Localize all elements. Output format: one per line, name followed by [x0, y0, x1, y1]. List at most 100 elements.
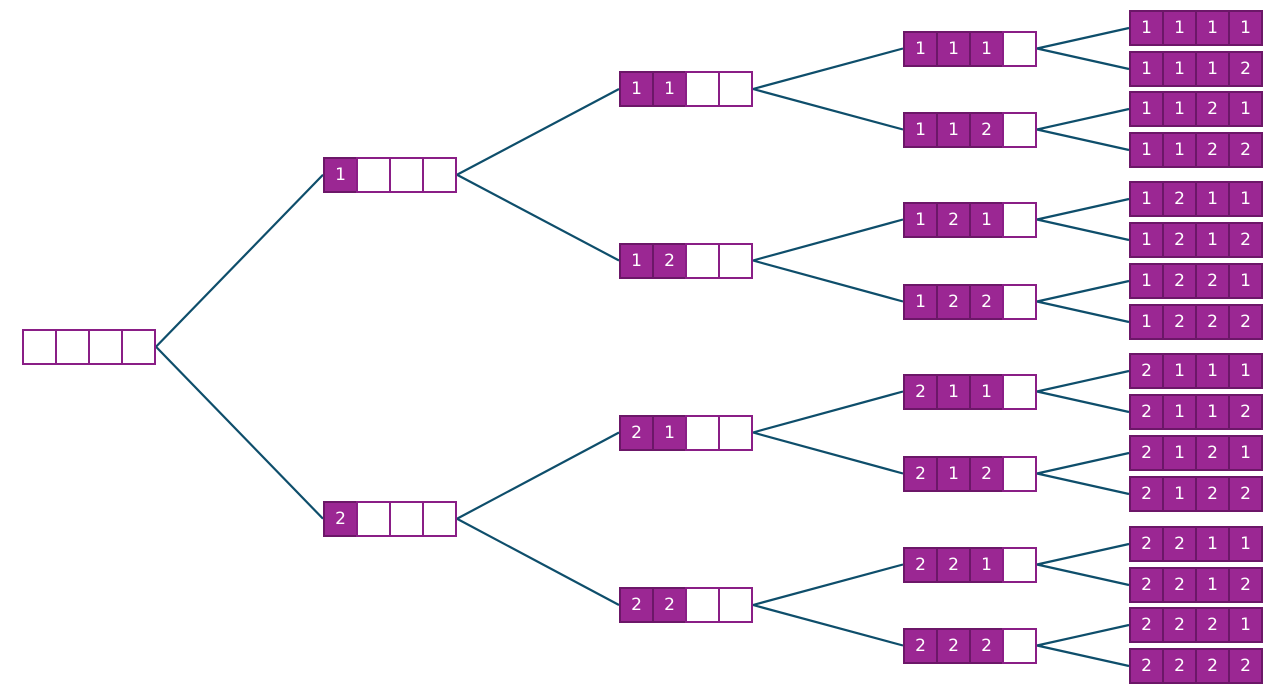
digit-cell: 1	[1228, 353, 1263, 389]
edge-n1-n11	[456, 88, 620, 176]
digit-cell: 2	[1195, 435, 1230, 471]
empty-cell	[356, 156, 391, 193]
digit-cell: 1	[936, 30, 971, 67]
digit-cell: 1	[936, 455, 971, 492]
digit-cell: 2	[1195, 304, 1230, 340]
empty-cell	[718, 414, 753, 451]
digit-cell: 1	[1162, 435, 1197, 471]
digit-cell: 1	[1162, 10, 1197, 46]
empty-cell	[22, 328, 57, 365]
edge-n2-n21	[456, 431, 620, 520]
digit-cell: 1	[1195, 51, 1230, 87]
edge-n112-n1122	[1036, 128, 1130, 152]
edge-n122-n1221	[1036, 279, 1130, 303]
digit-cell: 1	[1129, 304, 1164, 340]
edge-n22-n221	[752, 563, 904, 607]
digit-cell: 2	[936, 627, 971, 664]
digit-cell: 2	[1162, 222, 1197, 258]
edge-n12-n122	[752, 259, 904, 303]
digit-cell: 1	[903, 201, 938, 238]
digit-cell: 1	[1228, 91, 1263, 127]
digit-cell: 1	[969, 201, 1004, 238]
digit-cell: 2	[969, 455, 1004, 492]
digit-cell: 1	[1228, 181, 1263, 217]
digit-cell: 2	[936, 201, 971, 238]
edge-n11-n112	[752, 87, 904, 131]
digit-cell: 1	[1195, 181, 1230, 217]
digit-cell: 2	[936, 283, 971, 320]
digit-cell: 2	[1162, 607, 1197, 643]
edge-n22-n222	[752, 603, 904, 647]
empty-cell	[121, 328, 156, 365]
edge-n212-n2121	[1036, 451, 1130, 475]
empty-cell	[422, 500, 457, 537]
digit-cell: 2	[1228, 222, 1263, 258]
digit-cell: 2	[1228, 394, 1263, 430]
digit-cell: 1	[936, 111, 971, 148]
digit-cell: 1	[1195, 567, 1230, 603]
digit-cell: 2	[1129, 607, 1164, 643]
digit-cell: 2	[903, 546, 938, 583]
edge-n21-n212	[752, 431, 904, 475]
digit-cell: 1	[652, 71, 687, 107]
digit-cell: 1	[1228, 526, 1263, 562]
digit-cell: 1	[969, 30, 1004, 67]
empty-cell	[1002, 111, 1037, 148]
edge-n221-n2212	[1036, 563, 1130, 587]
digit-cell: 2	[1195, 263, 1230, 299]
empty-cell	[718, 587, 753, 623]
digit-cell: 1	[1162, 51, 1197, 87]
edge-root-n1	[155, 173, 324, 348]
digit-cell: 1	[1195, 10, 1230, 46]
empty-cell	[1002, 283, 1037, 320]
digit-cell: 1	[1228, 607, 1263, 643]
tree-node-n2: 2	[323, 500, 457, 537]
edge-n121-n1212	[1036, 218, 1130, 242]
digit-cell: 1	[1228, 263, 1263, 299]
digit-cell: 1	[1195, 526, 1230, 562]
edge-n121-n1211	[1036, 197, 1130, 221]
digit-cell: 2	[1129, 353, 1164, 389]
edge-n212-n2122	[1036, 472, 1130, 496]
digit-cell: 1	[619, 71, 654, 107]
empty-cell	[685, 71, 720, 107]
empty-cell	[1002, 455, 1037, 492]
edge-n112-n1121	[1036, 107, 1130, 131]
digit-cell: 2	[969, 627, 1004, 664]
edge-n1-n12	[456, 173, 620, 262]
edge-root-n2	[155, 345, 324, 520]
digit-cell: 2	[1129, 648, 1164, 684]
empty-cell	[685, 587, 720, 623]
digit-cell: 2	[652, 242, 687, 279]
digit-cell: 1	[1129, 51, 1164, 87]
digit-cell: 1	[1228, 10, 1263, 46]
digit-cell: 2	[1129, 567, 1164, 603]
digit-cell: 2	[1195, 476, 1230, 512]
digit-cell: 1	[619, 242, 654, 279]
empty-cell	[1002, 201, 1037, 238]
digit-cell: 2	[1162, 648, 1197, 684]
empty-cell	[685, 414, 720, 451]
edge-n211-n2111	[1036, 369, 1130, 393]
empty-cell	[356, 500, 391, 537]
digit-cell: 1	[1162, 394, 1197, 430]
digit-cell: 2	[903, 373, 938, 410]
digit-cell: 2	[1195, 648, 1230, 684]
digit-cell: 1	[1129, 132, 1164, 168]
digit-cell: 1	[1162, 132, 1197, 168]
